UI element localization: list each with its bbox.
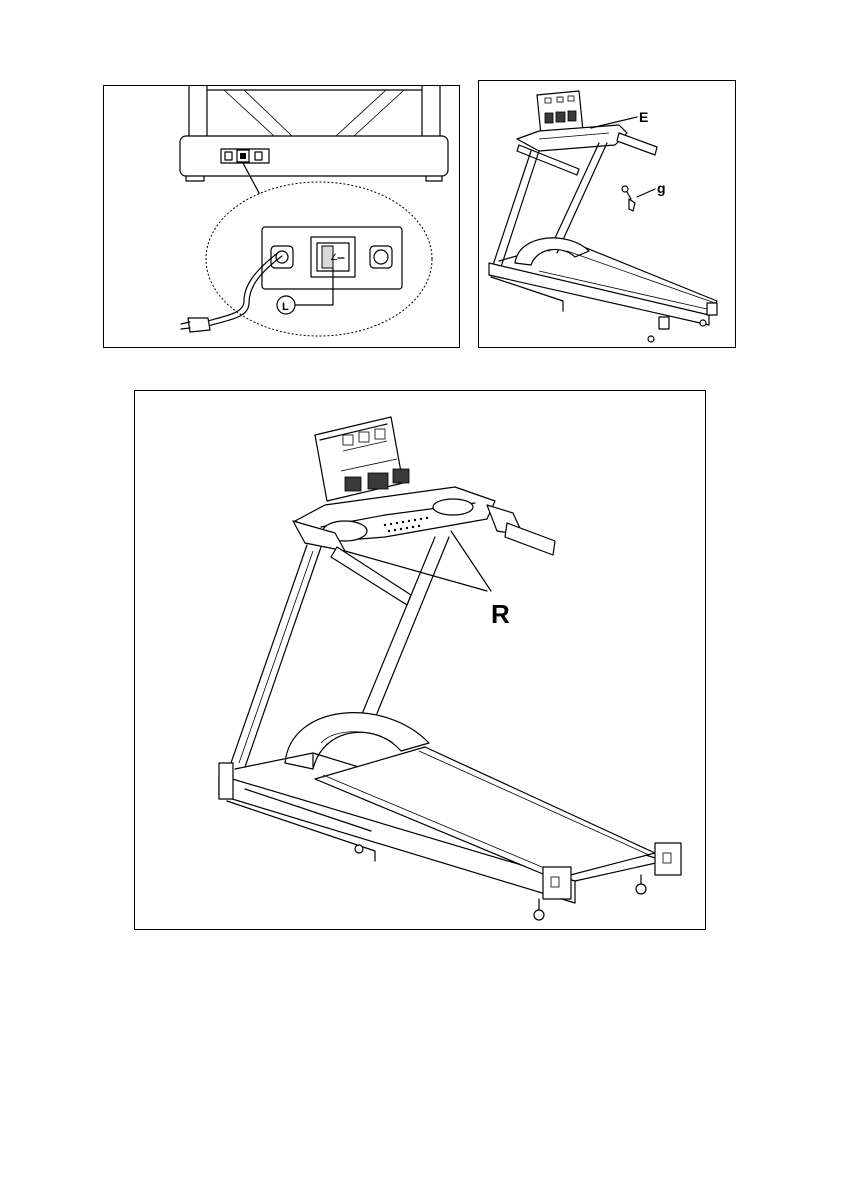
power-switch-drawing: ∠ L [104, 86, 460, 348]
svg-text:∠: ∠ [330, 253, 338, 263]
label-g: g [657, 180, 666, 196]
label-r: R [491, 599, 510, 629]
treadmill-overview-figure: E g [478, 80, 736, 348]
label-e: E [639, 109, 648, 125]
treadmill-main-drawing: R [135, 391, 706, 930]
treadmill-main-figure: R [134, 390, 706, 930]
treadmill-overview-drawing: E g [479, 81, 736, 348]
callout-label-l: L [282, 301, 289, 313]
power-switch-detail-figure: ∠ L [103, 85, 460, 348]
